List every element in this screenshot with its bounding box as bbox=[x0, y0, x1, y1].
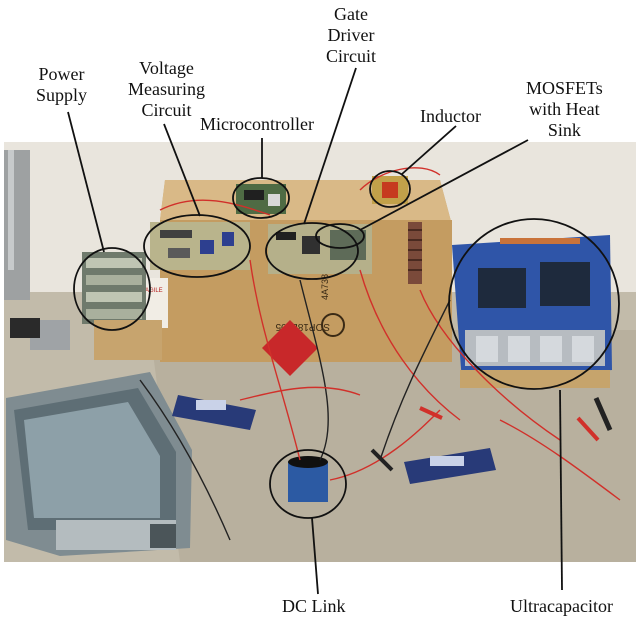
label-mosfets-line1: MOSFETs bbox=[526, 78, 603, 98]
label-inductor: Inductor bbox=[420, 106, 481, 127]
label-voltage-line1: Voltage bbox=[139, 58, 194, 78]
label-mosfets: MOSFETs with Heat Sink bbox=[526, 78, 603, 141]
ellipse-gate-driver bbox=[265, 222, 359, 280]
current-probes bbox=[172, 395, 496, 484]
ellipse-microcontroller bbox=[232, 177, 290, 219]
gate-driver-board bbox=[268, 224, 372, 274]
label-gate-line3: Circuit bbox=[326, 46, 376, 66]
leader-power-supply bbox=[67, 111, 105, 253]
label-ultracapacitor-text: Ultracapacitor bbox=[510, 596, 613, 616]
label-voltage-line3: Circuit bbox=[141, 100, 192, 120]
label-microcontroller-text: Microcontroller bbox=[200, 114, 314, 134]
ellipse-voltage bbox=[143, 214, 251, 278]
leader-gate-driver bbox=[303, 67, 357, 225]
dc-link-capacitor bbox=[288, 456, 328, 502]
label-gate-driver: Gate Driver Circuit bbox=[326, 4, 376, 67]
leader-mosfets bbox=[359, 139, 529, 231]
voltage-board bbox=[150, 222, 250, 270]
leader-dc-link bbox=[311, 517, 319, 595]
leader-ultracapacitor bbox=[559, 389, 563, 591]
label-power-supply-line2: Supply bbox=[36, 85, 88, 105]
ellipse-dc-link bbox=[269, 449, 347, 519]
microcontroller-board bbox=[236, 184, 286, 214]
wiring bbox=[139, 167, 621, 541]
label-inductor-text: Inductor bbox=[420, 106, 481, 126]
heat-sink bbox=[408, 222, 422, 284]
ellipse-inductor bbox=[369, 170, 411, 208]
box-print: SOP18L005 bbox=[275, 321, 330, 332]
ellipse-power-supply bbox=[73, 247, 151, 331]
oscilloscope bbox=[6, 372, 192, 556]
label-dc-link: DC Link bbox=[282, 596, 346, 617]
annotation-ellipses bbox=[73, 170, 620, 519]
inductor-part bbox=[372, 176, 408, 204]
label-mosfets-line3: Sink bbox=[547, 120, 581, 140]
label-microcontroller: Microcontroller bbox=[200, 114, 314, 135]
label-power-supply-line1: Power bbox=[38, 64, 85, 84]
leader-inductor bbox=[401, 125, 457, 175]
label-voltage-line2: Measuring bbox=[128, 79, 205, 99]
label-mosfets-line2: with Heat bbox=[529, 99, 600, 119]
leader-lines bbox=[67, 67, 563, 595]
label-gate-line1: Gate bbox=[334, 4, 368, 24]
lower-left-box bbox=[10, 318, 162, 360]
label-gate-line2: Driver bbox=[327, 25, 375, 45]
label-power-supply: Power Supply bbox=[36, 64, 87, 106]
ultracapacitor-pack bbox=[452, 235, 612, 388]
label-ultracapacitor: Ultracapacitor bbox=[510, 596, 613, 617]
label-dc-link-text: DC Link bbox=[282, 596, 346, 616]
label-voltage-measuring: Voltage Measuring Circuit bbox=[128, 58, 205, 121]
leader-voltage bbox=[163, 123, 201, 217]
ellipse-ultracapacitor bbox=[448, 218, 620, 390]
ellipse-mosfets bbox=[315, 223, 365, 249]
power-supply-board bbox=[82, 252, 146, 324]
